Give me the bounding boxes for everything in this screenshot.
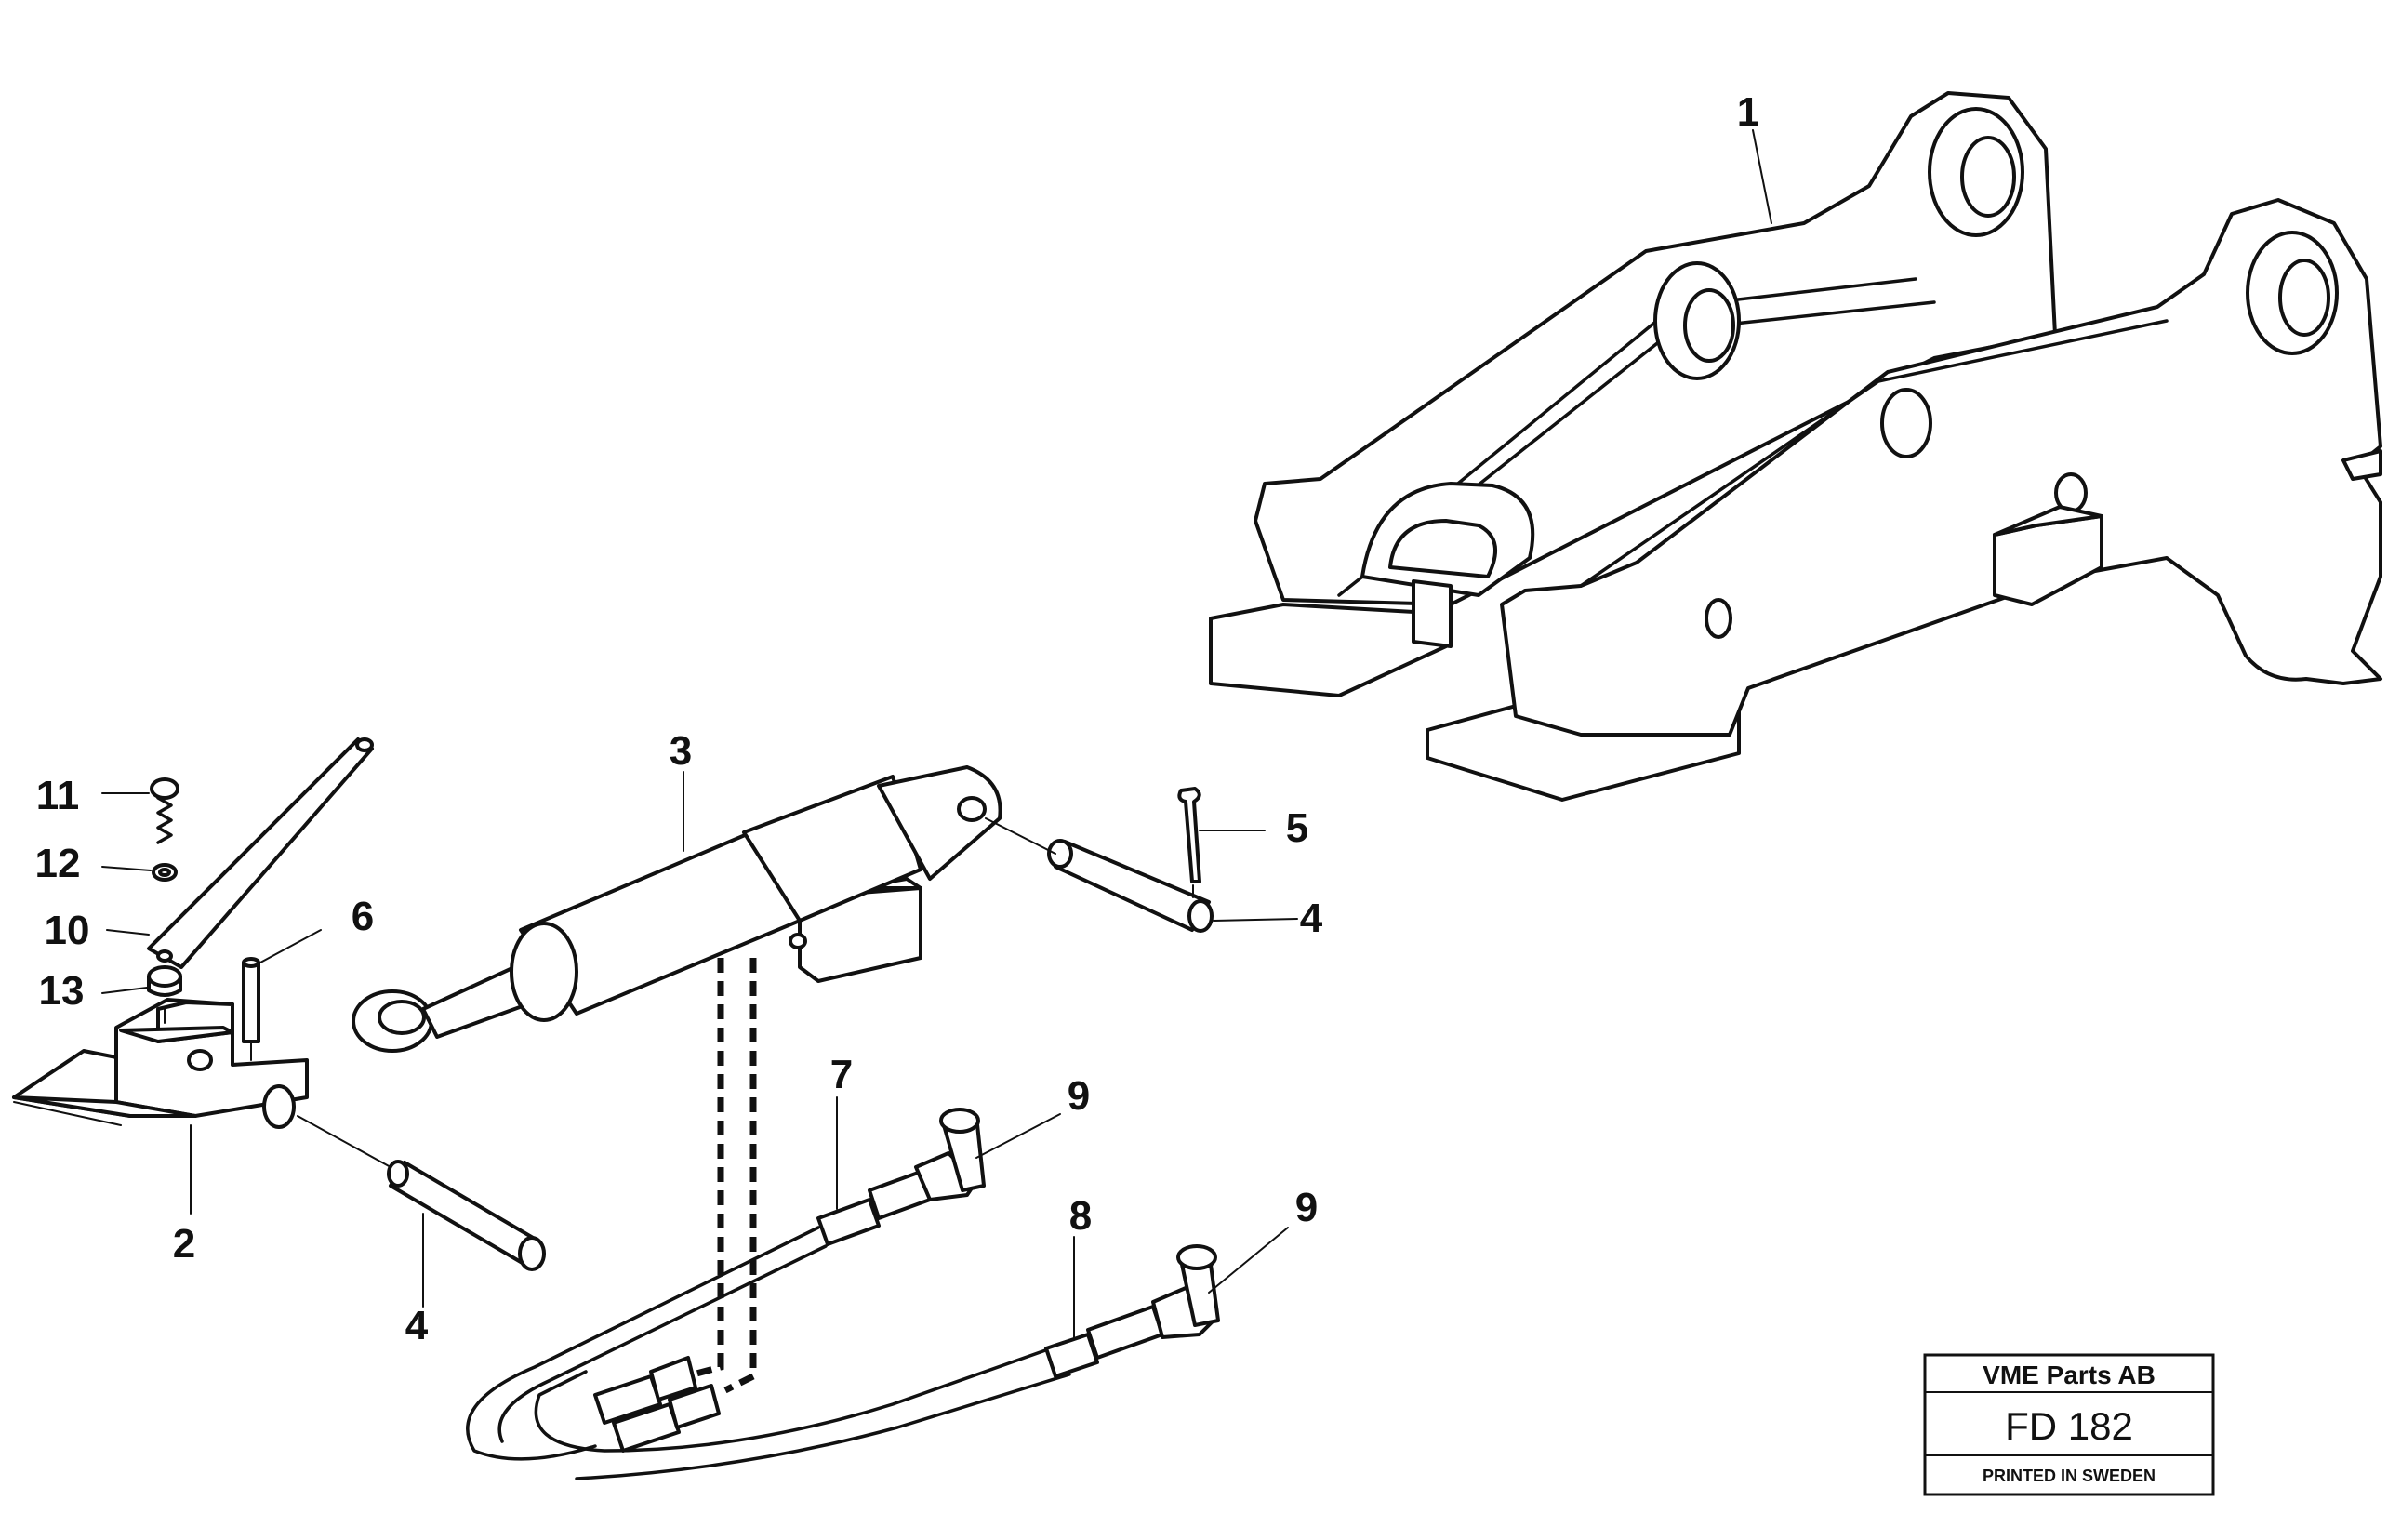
- stamp-note: PRINTED IN SWEDEN: [1983, 1467, 2156, 1485]
- spring-pin-part-6: [242, 957, 260, 1061]
- callout-6: 6: [352, 894, 374, 939]
- title-stamp: VME Parts AB FD 182 PRINTED IN SWEDEN: [1923, 1353, 2215, 1496]
- callout-8: 8: [1069, 1193, 1092, 1239]
- elbow-fitting-part-9-upper: [914, 1108, 986, 1201]
- bracket-part-1: [1209, 91, 2382, 802]
- callout-13: 13: [39, 968, 85, 1014]
- callout-3: 3: [670, 728, 692, 774]
- hydraulic-cylinder-part-3: [352, 765, 1002, 1053]
- stamp-code: FD 182: [2005, 1404, 2133, 1448]
- hose-part-8: [534, 1305, 1164, 1480]
- hose-end-fittings: [593, 1356, 721, 1453]
- hose-part-7: [466, 1170, 932, 1461]
- callout-5: 5: [1286, 805, 1308, 851]
- callout-labels: 1 2 3 4 4 5 6 7 8 9 9 10 11 12 13: [35, 89, 1760, 1348]
- spacer-part-13: [147, 965, 182, 997]
- locking-wedge-part-2: [12, 998, 309, 1129]
- callout-2: 2: [173, 1221, 195, 1267]
- callout-11: 11: [36, 773, 80, 818]
- callout-7: 7: [830, 1052, 853, 1097]
- pin-part-4-right: [1047, 839, 1214, 933]
- callout-10: 10: [45, 908, 90, 953]
- dashed-routing-lines: [692, 958, 757, 1394]
- callout-4-left: 4: [405, 1303, 429, 1348]
- callout-1: 1: [1737, 89, 1759, 135]
- stamp-company: VME Parts AB: [1983, 1361, 2156, 1389]
- pin-part-4-left: [387, 1160, 546, 1271]
- lever-part-10: [147, 737, 374, 969]
- elbow-fitting-part-9-lower: [1151, 1244, 1220, 1339]
- leader-lines: [101, 129, 1772, 1340]
- assembly-lines: [297, 817, 1194, 1168]
- callout-12: 12: [35, 841, 81, 886]
- washer-part-12: [152, 863, 178, 882]
- callout-9-lower: 9: [1295, 1185, 1318, 1230]
- screw-part-11: [150, 777, 179, 844]
- cotter-pin-part-5: [1177, 787, 1201, 883]
- callout-9-upper: 9: [1068, 1073, 1090, 1119]
- callout-4-right: 4: [1300, 896, 1323, 941]
